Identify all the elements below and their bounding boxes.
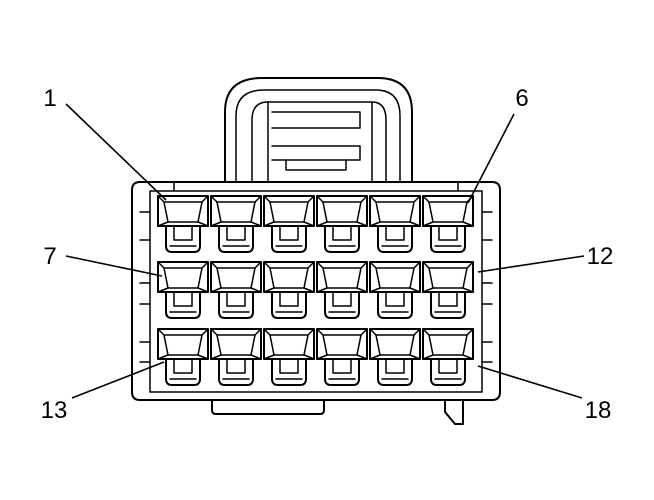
pin-12-label: 12: [587, 243, 614, 270]
pin-13-leader-line: [71, 361, 165, 399]
cavity-1: [157, 195, 209, 253]
cavity-13: [157, 328, 209, 386]
cavity-9: [263, 261, 315, 319]
pin-6-leader-line: [467, 113, 515, 204]
cavity-3: [263, 195, 315, 253]
pin-callouts: 1 6 7 12 13 18: [41, 85, 614, 424]
pin-18-label: 18: [585, 397, 612, 424]
pin-13-label: 13: [41, 397, 68, 424]
cavity-7: [157, 261, 209, 319]
cavity-14: [210, 328, 262, 386]
pin-1-leader-line: [65, 103, 167, 201]
pin-18-leader-line: [477, 365, 583, 399]
cavity-5: [369, 195, 421, 253]
connector-housing: [131, 181, 501, 425]
cavity-12: [422, 261, 474, 319]
cavity-18: [422, 328, 474, 386]
terminal-cavities: [157, 195, 474, 386]
cavity-6: [422, 195, 474, 253]
pin-12-leader-line: [477, 255, 585, 273]
cavity-11: [369, 261, 421, 319]
pin-6-label: 6: [515, 85, 528, 112]
cavity-15: [263, 328, 315, 386]
pin-7-label: 7: [43, 243, 56, 270]
cavity-4: [316, 195, 368, 253]
cavity-2: [210, 195, 262, 253]
cavity-16: [316, 328, 368, 386]
cavity-17: [369, 328, 421, 386]
connector-latch: [224, 77, 413, 183]
pin-1-label: 1: [43, 85, 56, 112]
cavity-8: [210, 261, 262, 319]
cavity-10: [316, 261, 368, 319]
pin-7-leader-line: [65, 255, 163, 277]
